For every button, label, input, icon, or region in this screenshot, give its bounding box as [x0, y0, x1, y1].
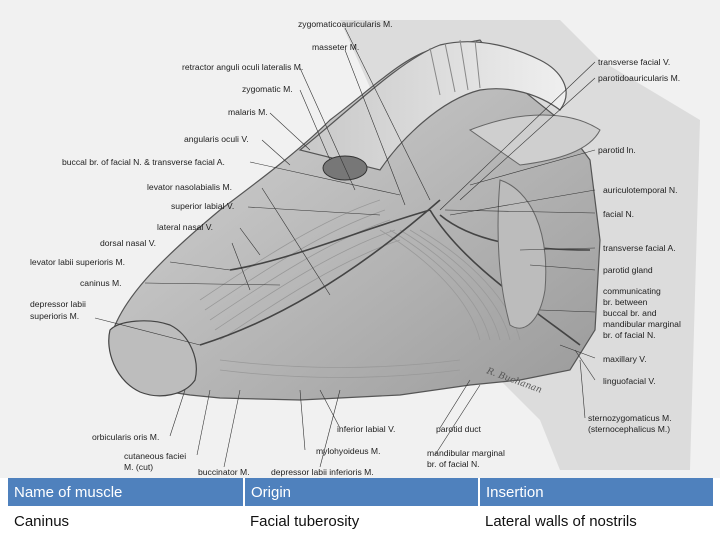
label-transverse-facial-a: transverse facial A. — [603, 243, 676, 253]
cell-insertion: Lateral walls of nostrils — [485, 512, 637, 530]
label-communicating-2: br. between — [603, 297, 648, 307]
label-maxillary: maxillary V. — [603, 354, 647, 364]
label-communicating-5: br. of facial N. — [603, 330, 656, 340]
label-parotid-ln: parotid ln. — [598, 145, 636, 155]
cell-origin: Facial tuberosity — [250, 512, 360, 530]
label-sternozygomaticus-1: sternozygomaticus M. — [588, 413, 672, 423]
label-cutaneous-2: M. (cut) — [124, 462, 154, 472]
label-buccal-branch: buccal br. of facial N. & transverse fac… — [62, 157, 225, 167]
label-malaris: malaris M. — [228, 107, 268, 117]
label-communicating-4: mandibular marginal — [603, 319, 681, 329]
label-caninus: caninus M. — [80, 278, 122, 288]
label-linguofacial: linguofacial V. — [603, 376, 656, 386]
horn-rings — [429, 39, 481, 96]
label-sternozygomaticus-2: (sternocephalicus M.) — [588, 424, 671, 434]
muscle-table: Name of muscle Origin Insertion Caninus … — [8, 478, 713, 536]
table-header-row: Name of muscle Origin Insertion — [8, 478, 713, 506]
label-lateral-nasal: lateral nasal V. — [157, 222, 214, 232]
header-name-of-muscle: Name of muscle — [8, 478, 244, 506]
leader-lines — [94, 27, 596, 468]
parotid-gland-shape — [497, 179, 547, 329]
label-mandibular-marginal-1: mandibular marginal — [427, 448, 505, 458]
horn — [298, 41, 567, 171]
label-dorsal-nasal: dorsal nasal V. — [100, 238, 157, 248]
label-inferior-labial: inferior labial V. — [337, 424, 396, 434]
cell-muscle-name: Caninus — [14, 512, 70, 530]
ear — [468, 114, 601, 166]
header-origin: Origin — [243, 478, 479, 506]
label-masseter: masseter M. — [312, 42, 360, 52]
table-row: Caninus Facial tuberosity Lateral walls … — [8, 506, 713, 536]
label-communicating-1: communicating — [603, 286, 661, 296]
anatomy-figure: R. Buchanan zygomaticoauricularis M. mas… — [0, 0, 720, 478]
label-angularis: angularis oculi V. — [184, 134, 249, 144]
label-depressor-labii-superioris-1: depressor labii — [30, 299, 86, 309]
label-buccinator: buccinator M. — [198, 467, 250, 477]
label-levator-nasolabialis: levator nasolabialis M. — [147, 182, 233, 192]
label-auriculotemporal: auriculotemporal N. — [603, 185, 678, 195]
label-orbicularis: orbicularis oris M. — [92, 432, 160, 442]
label-levator-labii: levator labii superioris M. — [30, 257, 126, 267]
label-mylohyoideus: mylohyoideus M. — [316, 446, 381, 456]
label-depressor-labii-inferioris: depressor labii inferioris M. — [271, 467, 374, 477]
label-zygomatic: zygomatic M. — [242, 84, 293, 94]
muscle-fibers — [199, 199, 521, 378]
label-cutaneous-1: cutaneous faciei — [124, 451, 187, 461]
header-insertion: Insertion — [478, 478, 713, 506]
label-parotid-duct: parotid duct — [436, 424, 481, 434]
label-mandibular-marginal-2: br. of facial N. — [427, 459, 480, 469]
label-zygomaticoauricularis: zygomaticoauricularis M. — [298, 19, 393, 29]
label-communicating-3: buccal br. and — [603, 308, 657, 318]
label-depressor-labii-superioris-2: superioris M. — [30, 311, 80, 321]
label-retractor: retractor anguli oculi lateralis M. — [182, 62, 304, 72]
label-superior-labial: superior labial V. — [171, 201, 235, 211]
label-facial-n: facial N. — [603, 209, 635, 219]
muzzle — [108, 320, 197, 397]
head-illustration — [94, 20, 700, 470]
label-parotidoauricularis: parotidoauricularis M. — [598, 73, 681, 83]
label-transverse-facial-v: transverse facial V. — [598, 57, 671, 67]
label-parotid-gland: parotid gland — [603, 265, 653, 275]
